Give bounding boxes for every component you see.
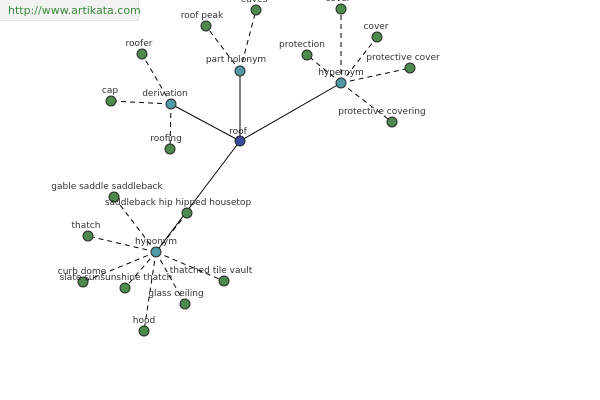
graph-nodes [77,3,416,337]
node-label-roof[interactable]: roof [229,127,248,137]
node-roofer[interactable] [136,48,148,60]
edge-hyponym-hood [143,251,157,332]
node-thatched[interactable] [218,275,230,287]
edge-derivation-roofer [141,53,172,105]
url-link[interactable]: http://www.artikata.com [8,4,141,17]
edge-roof-hyponym [155,140,241,253]
node-cover-top[interactable] [335,3,347,15]
node-label-roofing[interactable]: roofing [150,134,182,144]
node-hypernym[interactable] [335,77,347,89]
node-label-gable[interactable]: gable saddle saddleback [51,182,163,192]
node-glass-ceiling[interactable] [179,298,191,310]
edge-hypernym-protective_covering [340,82,393,123]
node-label-protection[interactable]: protection [279,40,325,50]
node-protection[interactable] [301,49,313,61]
node-label-thatched[interactable]: thatched tile vault [170,266,253,276]
node-eaves[interactable] [250,4,262,16]
node-part-holonym[interactable] [234,65,246,77]
node-label-glass-ceiling[interactable]: glass ceiling [148,289,203,299]
node-label-roof-peak[interactable]: roof peak [181,11,224,21]
graph-edges [82,9,411,332]
node-slate[interactable] [119,282,131,294]
node-label-roofer[interactable]: roofer [126,39,153,49]
node-label-thatch[interactable]: thatch [72,221,101,231]
node-label-eaves[interactable]: eaves [241,0,268,5]
node-label-cover[interactable]: cover [363,22,388,32]
node-cover[interactable] [371,31,383,43]
edge-roof-derivation [170,103,241,142]
node-label-hypernym[interactable]: hypernym [318,68,364,78]
node-label-hood[interactable]: hood [133,316,155,326]
edge-part_holonym-roof_peak [205,25,241,72]
edge-derivation-roofing [169,103,172,150]
node-label-slate[interactable]: slate sunsunshine thatch [60,273,173,283]
url-banner: http://www.artikata.com [0,0,141,21]
node-gable[interactable] [108,191,120,203]
edge-hyponym-gable [113,196,157,253]
node-protective-covering[interactable] [386,116,398,128]
node-label-part-holonym[interactable]: part holonym [206,55,266,65]
node-label-cover-top[interactable]: cover [325,0,350,4]
edge-hypernym-cover [340,36,378,84]
node-roofing[interactable] [164,143,176,155]
node-derivation[interactable] [165,98,177,110]
node-label-cap[interactable]: cap [102,86,118,96]
edge-hyponym-curb_dome [82,251,157,283]
graph-labels: roof part holonym derivation hypernym hypony… [51,0,440,326]
edge-derivation-cap [110,100,172,105]
node-hood[interactable] [138,325,150,337]
edge-hyponym-glass_ceiling [155,251,186,305]
node-protective-cover[interactable] [404,62,416,74]
edge-roof-hypernym [239,82,342,142]
node-label-protective-covering[interactable]: protective covering [338,107,425,117]
node-thatch[interactable] [82,230,94,242]
edge-hypernym-protective_cover [340,67,411,84]
node-label-curb-dome[interactable]: curb dome [58,267,107,277]
node-hyponym[interactable] [150,246,162,258]
edge-hyponym-thatch [87,235,157,253]
node-roof-peak[interactable] [200,20,212,32]
node-label-hyponym[interactable]: hyponym [135,237,177,247]
node-saddleback[interactable] [181,207,193,219]
edge-hyponym-slate [124,251,157,289]
node-cap[interactable] [105,95,117,107]
node-label-saddleback[interactable]: saddleback hip hipped housetop [105,198,252,208]
edge-hyponym-thatched [155,251,225,282]
node-label-derivation[interactable]: derivation [142,89,188,99]
node-label-protective-cover[interactable]: protective cover [366,53,440,63]
node-curb-dome[interactable] [77,276,89,288]
edge-hypernym-protection [306,54,342,84]
edge-part_holonym-eaves [239,9,257,72]
node-roof[interactable] [234,135,246,147]
